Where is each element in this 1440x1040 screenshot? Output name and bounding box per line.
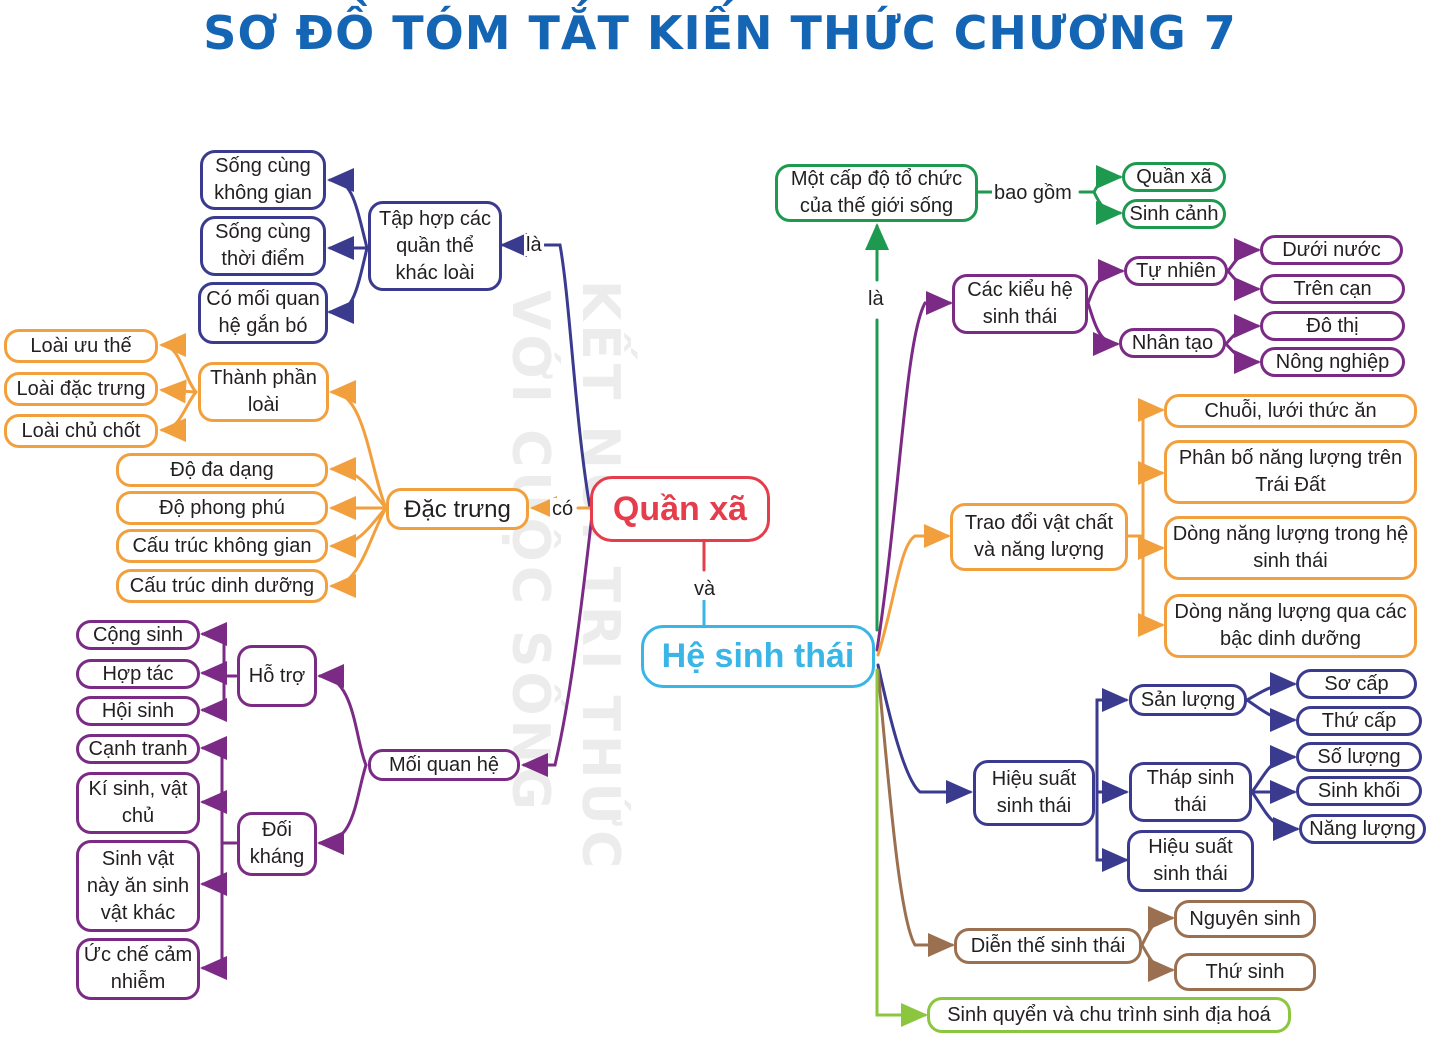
node-loai-dac-trung[interactable]: Loài đặc trưng bbox=[4, 372, 158, 406]
node-cac-kieu-he-sinh-thai[interactable]: Các kiểu hệ sinh thái bbox=[952, 274, 1088, 334]
node-ki-sinh[interactable]: Kí sinh, vật chủ bbox=[76, 772, 200, 834]
la-label-left: là bbox=[524, 234, 544, 256]
node-dong-nang-luong-he-sinh-thai[interactable]: Dòng năng lượng trong hệ sinh thái bbox=[1164, 516, 1417, 580]
node-uc-che-cam-nhiem[interactable]: Ức chế cảm nhiễm bbox=[76, 938, 200, 1000]
node-quan-xa[interactable]: Quần xã bbox=[590, 476, 770, 542]
node-cau-truc-dinh-duong[interactable]: Cấu trúc dinh dưỡng bbox=[116, 569, 328, 603]
node-do-da-dang[interactable]: Độ đa dạng bbox=[116, 453, 328, 487]
node-canh-tranh[interactable]: Cạnh tranh bbox=[76, 734, 200, 764]
node-chuoi-luoi-thuc-an[interactable]: Chuỗi, lưới thức ăn bbox=[1164, 394, 1417, 428]
node-dong-nang-luong-bac-dinh-duong[interactable]: Dòng năng lượng qua các bậc dinh dưỡng bbox=[1164, 594, 1417, 658]
node-nhan-tao[interactable]: Nhân tạo bbox=[1119, 328, 1226, 358]
co-label: có bbox=[550, 498, 576, 520]
node-he-sinh-thai[interactable]: Hệ sinh thái bbox=[641, 625, 875, 688]
watermark-line1: KẾT NỐI TRI THỨC bbox=[570, 280, 630, 873]
node-trao-doi-vat-chat[interactable]: Trao đổi vật chất và năng lượng bbox=[950, 503, 1128, 571]
node-cau-truc-khong-gian[interactable]: Cấu trúc không gian bbox=[116, 529, 328, 563]
node-do-thi[interactable]: Đô thị bbox=[1260, 311, 1405, 341]
node-hoi-sinh[interactable]: Hội sinh bbox=[76, 696, 200, 726]
node-dien-the-sinh-thai[interactable]: Diễn thế sinh thái bbox=[954, 928, 1142, 964]
node-san-luong[interactable]: Sản lượng bbox=[1129, 684, 1247, 716]
node-moi-quan-he-gan-bo[interactable]: Có mối quan hệ gắn bó bbox=[198, 282, 328, 344]
node-thap-sinh-thai[interactable]: Tháp sinh thái bbox=[1129, 762, 1252, 822]
node-sinh-khoi[interactable]: Sinh khối bbox=[1296, 776, 1422, 806]
node-dac-trung[interactable]: Đặc trưng bbox=[386, 488, 529, 530]
node-tren-can[interactable]: Trên cạn bbox=[1260, 274, 1405, 304]
node-sinh-vat-an-sinh-vat[interactable]: Sinh vật này ăn sinh vật khác bbox=[76, 840, 200, 932]
node-loai-uu-the[interactable]: Loài ưu thế bbox=[4, 329, 158, 363]
node-quan-xa-child[interactable]: Quần xã bbox=[1122, 162, 1226, 192]
node-cap-do-to-chuc[interactable]: Một cấp độ tổ chức của thế giới sống bbox=[775, 164, 978, 222]
node-hop-tac[interactable]: Hợp tác bbox=[76, 659, 200, 689]
node-song-cung-thoi-diem[interactable]: Sống cùng thời điểm bbox=[200, 216, 326, 276]
node-nong-nghiep[interactable]: Nông nghiệp bbox=[1260, 347, 1405, 377]
node-moi-quan-he[interactable]: Mối quan hệ bbox=[368, 749, 520, 781]
node-nguyen-sinh[interactable]: Nguyên sinh bbox=[1174, 900, 1316, 938]
node-tu-nhien[interactable]: Tự nhiên bbox=[1124, 256, 1228, 286]
node-duoi-nuoc[interactable]: Dưới nước bbox=[1260, 235, 1403, 265]
node-thu-sinh[interactable]: Thứ sinh bbox=[1174, 953, 1316, 991]
bao-gom-label: bao gồm bbox=[992, 182, 1074, 204]
watermark-line2: VỚI CUỘC SỐNG bbox=[500, 290, 560, 814]
node-so-cap[interactable]: Sơ cấp bbox=[1296, 669, 1417, 699]
node-loai-chu-chot[interactable]: Loài chủ chốt bbox=[4, 414, 158, 448]
node-do-phong-phu[interactable]: Độ phong phú bbox=[116, 491, 328, 525]
la-label-right: là bbox=[866, 288, 886, 310]
node-tap-hop[interactable]: Tập hợp các quần thể khác loài bbox=[368, 201, 502, 291]
node-thanh-phan-loai[interactable]: Thành phần loài bbox=[198, 362, 329, 422]
node-phan-bo-nang-luong[interactable]: Phân bố năng lượng trên Trái Đất bbox=[1164, 440, 1417, 504]
node-sinh-quyen[interactable]: Sinh quyển và chu trình sinh địa hoá bbox=[927, 997, 1291, 1033]
node-sinh-canh[interactable]: Sinh cảnh bbox=[1122, 199, 1226, 229]
node-cong-sinh[interactable]: Cộng sinh bbox=[76, 620, 200, 650]
node-hieu-suat-sinh-thai[interactable]: Hiệu suất sinh thái bbox=[973, 760, 1095, 826]
node-song-cung-khong-gian[interactable]: Sống cùng không gian bbox=[200, 150, 326, 210]
node-thu-cap[interactable]: Thứ cấp bbox=[1296, 706, 1422, 736]
node-ho-tro[interactable]: Hỗ trợ bbox=[237, 645, 317, 707]
page-title: SƠ ĐỒ TÓM TẮT KIẾN THỨC CHƯƠNG 7 bbox=[203, 6, 1237, 60]
node-doi-khang[interactable]: Đối kháng bbox=[237, 812, 317, 876]
va-label: và bbox=[692, 578, 718, 600]
node-nang-luong[interactable]: Năng lượng bbox=[1299, 814, 1426, 844]
node-so-luong[interactable]: Số lượng bbox=[1296, 742, 1422, 772]
node-hieu-suat-child[interactable]: Hiệu suất sinh thái bbox=[1127, 830, 1254, 892]
